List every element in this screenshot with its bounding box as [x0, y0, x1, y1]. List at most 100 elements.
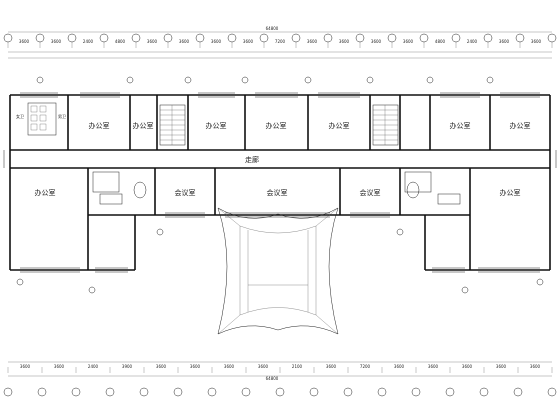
- axis-bubble: [37, 387, 47, 397]
- axis-bubble: [241, 387, 251, 397]
- dimension-value: 7200: [275, 39, 286, 44]
- dimension-value: 3600: [339, 39, 350, 44]
- corridor-walls: [10, 149, 550, 169]
- dimension-value: 3600: [19, 39, 30, 44]
- axis-bubble: [71, 387, 81, 397]
- toilet-label-men: 男卫: [58, 114, 66, 119]
- dimension-value: 3600: [371, 39, 382, 44]
- dimension-value: 3600: [428, 364, 439, 369]
- axis-bubble: [483, 33, 493, 43]
- bottom-total-dimension: 64800: [266, 376, 279, 381]
- dimension-value: 3600: [531, 39, 542, 44]
- axis-bubble: [419, 33, 429, 43]
- axis-bubble: [355, 33, 365, 43]
- room-label: 会议室: [360, 188, 381, 197]
- south-fixtures: [92, 171, 461, 205]
- room-label: 会议室: [267, 188, 288, 197]
- stair-left: [159, 104, 186, 146]
- dimension-value: 3600: [211, 39, 222, 44]
- axis-bubble: [515, 33, 525, 43]
- dimension-value: 2100: [292, 364, 303, 369]
- axis-bubble: [195, 33, 205, 43]
- axis-bubble: [163, 33, 173, 43]
- axis-bubble: [291, 33, 301, 43]
- toilet-label-women: 女卫: [16, 113, 24, 119]
- axis-bubble: [207, 387, 217, 397]
- bottom-axis-bubbles: [3, 387, 557, 397]
- axis-bubble: [309, 387, 319, 397]
- dimension-value: 4800: [435, 39, 446, 44]
- corridor-ends: [3, 150, 557, 168]
- dimension-value: 3600: [403, 39, 414, 44]
- dimension-value: 3600: [224, 364, 235, 369]
- dimension-value: 3600: [258, 364, 269, 369]
- dimension-value: 3600: [243, 39, 254, 44]
- axis-bubble: [35, 33, 45, 43]
- dimension-value: 2400: [83, 39, 94, 44]
- axis-bubble: [547, 387, 557, 397]
- dimension-value: 3600: [54, 364, 65, 369]
- axis-bubble: [139, 387, 149, 397]
- dimension-value: 7200: [360, 364, 371, 369]
- dimension-value: 3600: [20, 364, 31, 369]
- top-segment-dimensions: 3600 3600 2400 4800 3600 3600 3600 3600 7200 3600…: [7, 39, 553, 48]
- axis-bubble: [3, 33, 13, 43]
- dimension-value: 2400: [88, 364, 99, 369]
- dimension-value: 3600: [326, 364, 337, 369]
- room-label: 办公室: [133, 121, 154, 130]
- exterior-walls: [9, 94, 551, 271]
- room-label: 办公室: [450, 121, 471, 130]
- room-label: 办公室: [510, 121, 531, 130]
- axis-bubble: [3, 387, 13, 397]
- dimension-value: 3600: [394, 364, 405, 369]
- axis-bubble: [451, 33, 461, 43]
- axis-bubble: [67, 33, 77, 43]
- room-label: 办公室: [35, 188, 56, 197]
- dimension-value: 3600: [179, 39, 190, 44]
- north-partitions: [67, 95, 491, 150]
- axis-bubble: [259, 33, 269, 43]
- dimension-value: 3600: [496, 364, 507, 369]
- central-canopy: [217, 207, 339, 335]
- axis-bubble: [275, 387, 285, 397]
- room-label: 办公室: [206, 121, 227, 130]
- dimension-value: 3900: [122, 364, 133, 369]
- toilet-block: [27, 102, 57, 136]
- dimension-value: 3600: [147, 39, 158, 44]
- dimension-value: 3600: [307, 39, 318, 44]
- stair-right: [372, 104, 399, 146]
- dimension-value: 2400: [467, 39, 478, 44]
- bottom-dimension-lines: [8, 361, 552, 377]
- south-windows: [20, 212, 540, 273]
- dimension-value: 4800: [115, 39, 126, 44]
- south-partitions: [87, 168, 471, 215]
- axis-bubble: [105, 387, 115, 397]
- top-axis-bubbles: [3, 33, 557, 43]
- axis-bubble: [173, 387, 183, 397]
- axis-bubble: [387, 33, 397, 43]
- room-label: 办公室: [266, 121, 287, 130]
- axis-bubble: [547, 33, 557, 43]
- axis-bubble: [377, 387, 387, 397]
- room-label: 办公室: [500, 188, 521, 197]
- dimension-value: 3600: [190, 364, 201, 369]
- axis-bubble: [479, 387, 489, 397]
- dimension-value: 3600: [156, 364, 167, 369]
- axis-bubble: [513, 387, 523, 397]
- dimension-value: 3600: [499, 39, 510, 44]
- axis-bubble: [131, 33, 141, 43]
- column-markers: [16, 76, 544, 294]
- dimension-value: 3600: [51, 39, 62, 44]
- axis-bubble: [323, 33, 333, 43]
- axis-bubble: [411, 387, 421, 397]
- room-label: 办公室: [89, 121, 110, 130]
- room-label: 会议室: [175, 188, 196, 197]
- room-label: 办公室: [329, 121, 350, 130]
- north-windows: [20, 92, 540, 98]
- dimension-value: 3600: [530, 364, 541, 369]
- bottom-segment-dimensions: 3600 3600 2400 3900 3600 3600 3600 3600 2100 3600…: [7, 364, 553, 373]
- top-total-dimension: 64800: [266, 26, 279, 31]
- dimension-value: 3600: [462, 364, 473, 369]
- corridor-label: 走廊: [245, 155, 259, 164]
